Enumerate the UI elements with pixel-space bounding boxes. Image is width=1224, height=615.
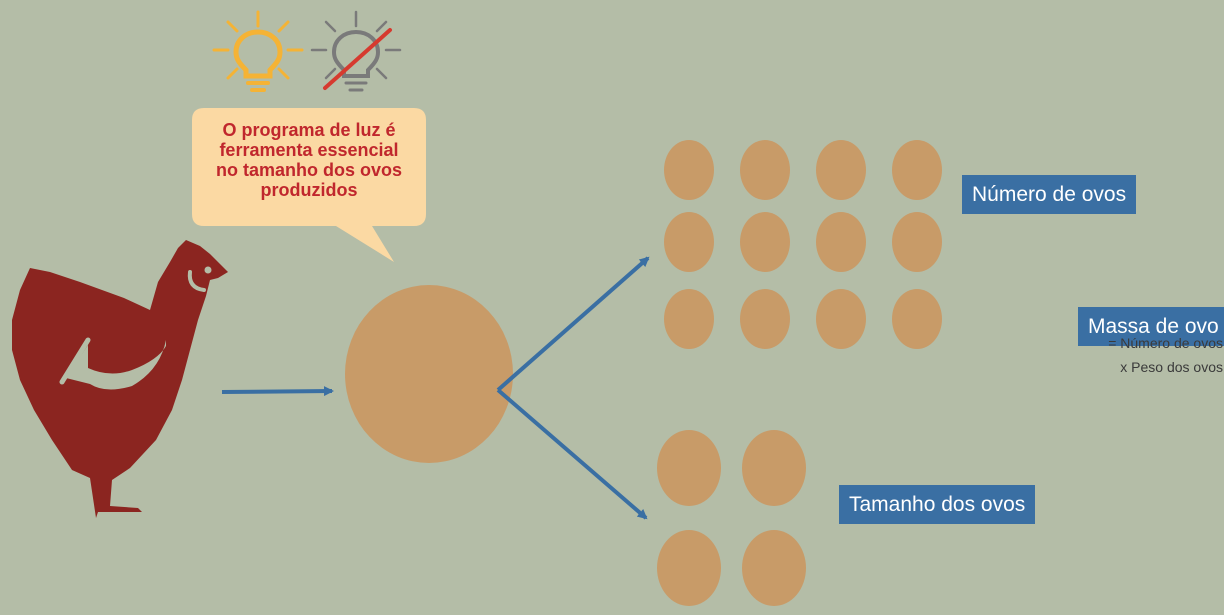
egg-icon — [657, 530, 721, 606]
egg-grid-size — [657, 430, 806, 606]
light-bulb-off-icon — [310, 10, 402, 92]
strike-line — [323, 28, 392, 90]
formula-line-1: = Número de ovos — [1108, 335, 1223, 351]
branch-arrows — [496, 256, 650, 520]
bubble-line: produzidos — [260, 180, 358, 200]
number-of-eggs-label: Número de ovos — [962, 175, 1137, 214]
egg-size-label: Tamanho dos ovos — [839, 485, 1036, 524]
bubble-line: O programa de luz é — [222, 120, 396, 140]
egg-icon — [740, 212, 790, 272]
egg-icon — [664, 140, 714, 200]
egg-icon — [742, 530, 806, 606]
speech-bubble-text: O programa de luz é ferramenta essencial… — [196, 120, 422, 200]
egg-icon — [740, 289, 790, 349]
egg-icon — [742, 430, 806, 506]
egg-icon — [740, 140, 790, 200]
arrow-hen-to-egg — [221, 386, 334, 397]
egg-icon — [816, 212, 866, 272]
egg-mass-formula: = Número de ovos x Peso dos ovos — [1108, 331, 1223, 379]
egg-icon — [816, 289, 866, 349]
egg-icon — [892, 289, 942, 349]
egg-grid-number — [664, 140, 942, 349]
egg-mass-label: Massa de ovo — [1078, 307, 1224, 346]
egg-icon — [664, 289, 714, 349]
egg-icon — [345, 285, 513, 463]
light-bulb-on-icon — [212, 10, 304, 92]
egg-icon — [664, 212, 714, 272]
egg-icon — [892, 212, 942, 272]
hen-icon — [12, 240, 228, 518]
bubble-line: no tamanho dos ovos — [215, 160, 402, 180]
egg-icon — [892, 140, 942, 200]
speech-bubble — [192, 108, 426, 262]
bubble-line: ferramenta essencial — [219, 140, 399, 160]
formula-line-2: x Peso dos ovos — [1120, 359, 1223, 375]
egg-icon — [816, 140, 866, 200]
egg-icon — [657, 430, 721, 506]
